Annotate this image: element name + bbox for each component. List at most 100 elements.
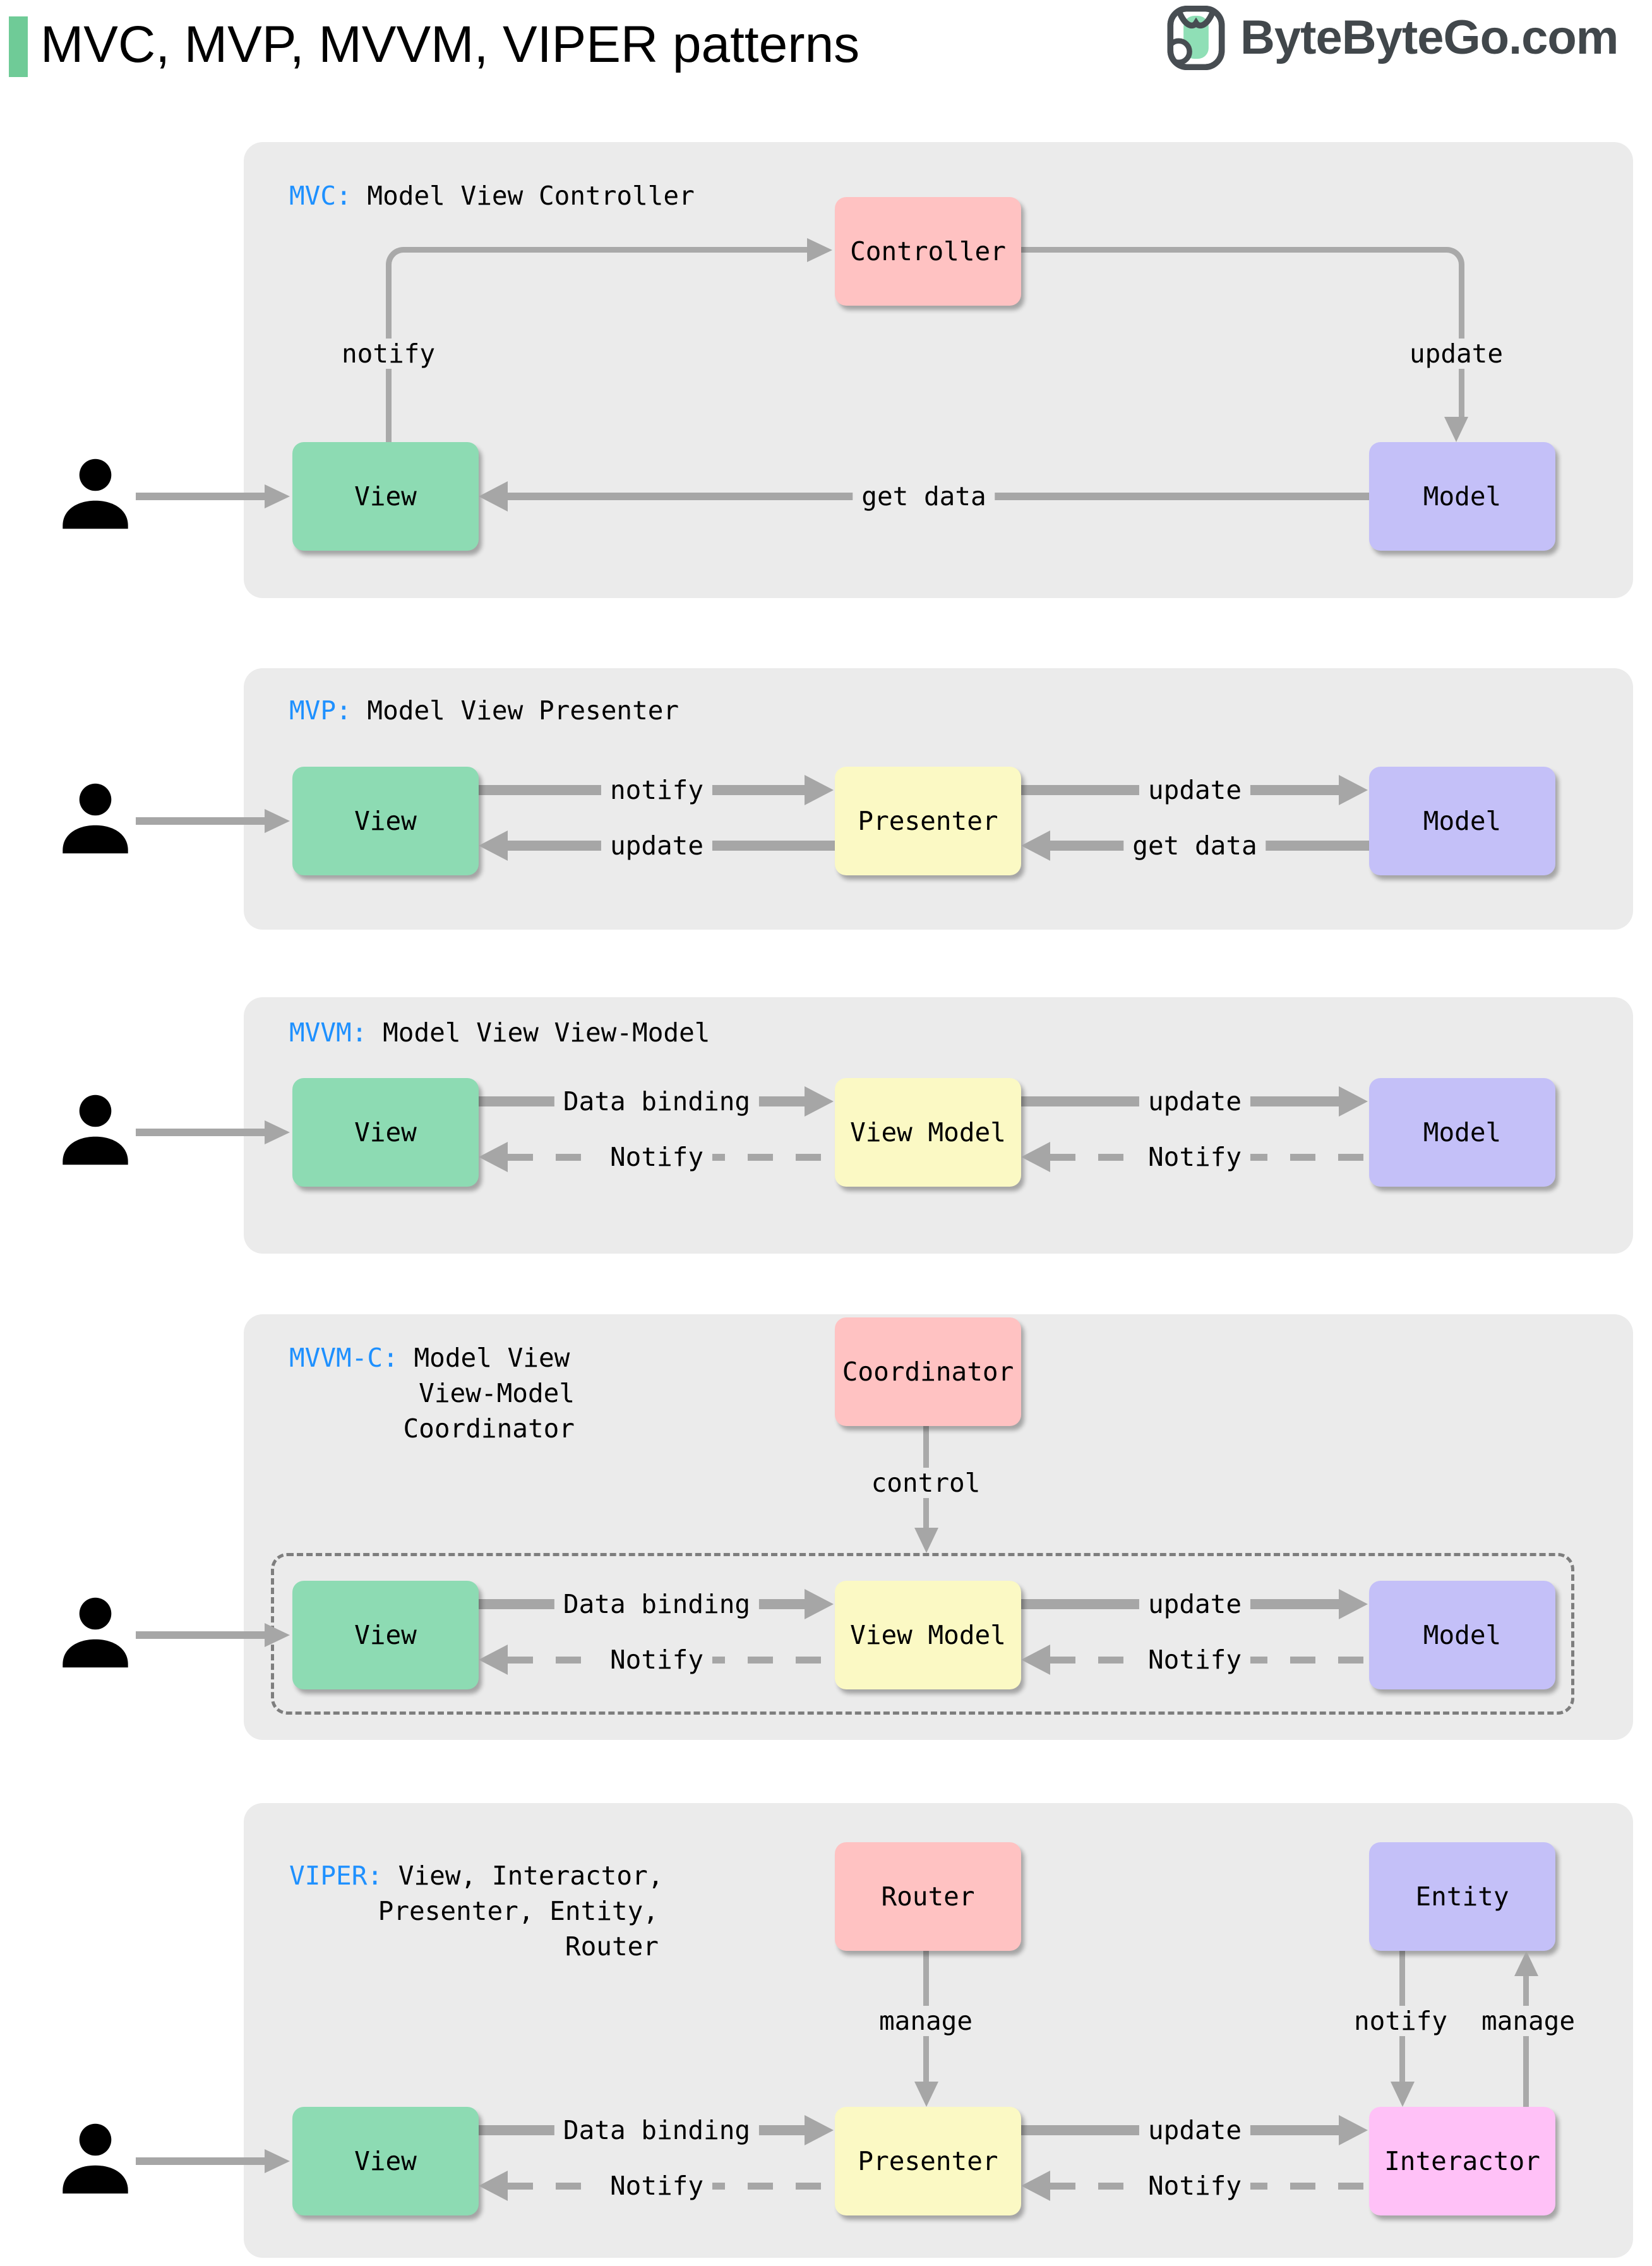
viper-label-line1: VIPER: View, Interactor, [289, 1858, 663, 1893]
mvp-update-top-arrowhead [1339, 775, 1368, 805]
mvvm-user-arrowhead [265, 1120, 290, 1144]
title-accent-bar [9, 16, 28, 77]
viper-update-label: update [1139, 2115, 1251, 2145]
mvvmc-tag: MVVM-C: [289, 1343, 398, 1373]
mvc-section-label: MVC: Model View Controller [289, 178, 695, 213]
mvc-user-arrow-line [136, 493, 265, 500]
viper-manage-router-arrowhead [914, 2082, 938, 2107]
mvvmc-viewmodel-label: View Model [850, 1620, 1006, 1650]
mvvmc-coordinator-label: Coordinator [842, 1357, 1014, 1387]
viper-databinding-label: Data binding [554, 2115, 760, 2145]
viper-presenter-box: Presenter [835, 2107, 1021, 2215]
mvvm-viewmodel-box: View Model [835, 1078, 1021, 1187]
mvvm-databinding-arrowhead [805, 1086, 834, 1117]
mvp-tag: MVP: [289, 695, 352, 726]
user-icon [63, 783, 128, 854]
mvvm-notify-right-arrowhead [1021, 1142, 1050, 1172]
mvvmc-notify-right-label: Notify [1139, 1645, 1251, 1675]
mvvmc-model-label: Model [1423, 1620, 1502, 1650]
mvc-user-arrowhead [265, 484, 290, 508]
mvp-name: Model View Presenter [351, 695, 679, 726]
mvc-update-label: update [1400, 339, 1512, 369]
mvp-user-arrow-line [136, 817, 265, 825]
viper-notify-entity-label: notify [1344, 2006, 1457, 2036]
viper-presenter-label: Presenter [858, 2146, 998, 2176]
mvvmc-coordinator-box: Coordinator [835, 1317, 1021, 1426]
mvc-update-arrowhead [1444, 417, 1468, 442]
mvvmc-notify-left-label: Notify [601, 1645, 713, 1675]
mvvm-view-label: View [354, 1117, 417, 1148]
viper-name1: View, Interactor, [383, 1861, 664, 1891]
mvp-presenter-label: Presenter [858, 806, 998, 836]
viper-user-arrow-line [136, 2157, 265, 2165]
bytebytego-logo-text: ByteByteGo.com [1240, 11, 1619, 64]
viper-view-box: View [292, 2107, 479, 2215]
viper-tag: VIPER: [289, 1861, 383, 1891]
viper-manage-entity-arrowhead [1514, 1951, 1538, 1976]
mvvmc-user-arrowhead [265, 1623, 290, 1647]
mvvm-viewmodel-label: View Model [850, 1117, 1006, 1148]
mvc-model-label: Model [1423, 481, 1502, 512]
mvc-notify-label: notify [332, 339, 445, 369]
viper-manage-entity-line [1523, 1976, 1529, 2107]
mvvmc-user-arrow-line [136, 1631, 265, 1639]
viper-interactor-box: Interactor [1369, 2107, 1555, 2215]
mvvmc-view-box: View [292, 1581, 479, 1689]
mvc-controller-box: Controller [835, 197, 1021, 306]
viper-manage-router-label: manage [870, 2006, 982, 2036]
mvp-notify-label: notify [601, 775, 713, 805]
viper-label-line3: Router [565, 1931, 659, 1962]
viper-manage-entity-label: manage [1472, 2006, 1584, 2036]
user-icon [63, 459, 128, 529]
mvc-controller-label: Controller [850, 236, 1006, 267]
mvvmc-databinding-label: Data binding [554, 1589, 760, 1619]
mvvmc-update-label: update [1139, 1589, 1251, 1619]
mvvm-section-label: MVVM: Model View View-Model [289, 1015, 710, 1050]
mvp-view-box: View [292, 767, 479, 875]
mvp-update-bottom-label: update [601, 830, 713, 861]
mvc-model-box: Model [1369, 442, 1555, 551]
mvc-update-path [1021, 247, 1464, 421]
mvc-notify-path [386, 247, 813, 448]
viper-notify-left-label: Notify [601, 2171, 713, 2201]
mvp-getdata-arrowhead [1021, 830, 1050, 861]
mvvmc-label-line2: View-Model [419, 1378, 575, 1408]
mvvm-notify-right-label: Notify [1139, 1142, 1251, 1172]
mvvmc-notify-left-arrowhead [479, 1645, 508, 1675]
viper-interactor-label: Interactor [1384, 2146, 1540, 2176]
viper-view-label: View [354, 2146, 417, 2176]
mvc-getdata-label: get data [853, 481, 995, 512]
viper-router-box: Router [835, 1842, 1021, 1951]
mvvm-user-arrow-line [136, 1129, 265, 1136]
mvvm-tag: MVVM: [289, 1017, 368, 1048]
viper-notify-right-label: Notify [1139, 2171, 1251, 2201]
mvc-view-box: View [292, 442, 479, 551]
mvvmc-view-label: View [354, 1620, 417, 1650]
mvvmc-databinding-arrowhead [805, 1589, 834, 1619]
viper-notify-entity-arrowhead [1391, 2082, 1415, 2107]
mvp-model-box: Model [1369, 767, 1555, 875]
page-title: MVC, MVP, MVVM, VIPER patterns [40, 16, 860, 73]
mvvmc-label-line1: MVVM-C: Model View [289, 1340, 575, 1376]
mvp-update-top-label: update [1139, 775, 1251, 805]
mvvmc-update-arrowhead [1339, 1589, 1368, 1619]
user-icon [63, 1094, 128, 1165]
mvc-notify-arrowhead [807, 238, 832, 262]
viper-section-label: VIPER: View, Interactor, Presenter, Enti… [289, 1858, 663, 1964]
mvvm-name: Model View View-Model [367, 1017, 710, 1048]
viper-entity-label: Entity [1415, 1881, 1509, 1912]
mvvmc-notify-right-arrowhead [1021, 1645, 1050, 1675]
mvp-notify-arrowhead [805, 775, 834, 805]
mvc-view-label: View [354, 481, 417, 512]
mvc-getdata-arrowhead [479, 481, 508, 512]
mvvm-model-label: Model [1423, 1117, 1502, 1148]
mvvmc-viewmodel-box: View Model [835, 1581, 1021, 1689]
viper-label-line2: Presenter, Entity, [378, 1896, 659, 1926]
mvvm-notify-left-arrowhead [479, 1142, 508, 1172]
mvp-presenter-box: Presenter [835, 767, 1021, 875]
mvp-getdata-label: get data [1123, 830, 1266, 861]
user-icon [63, 2123, 128, 2194]
mvvm-databinding-label: Data binding [554, 1086, 760, 1117]
viper-databinding-arrowhead [805, 2115, 834, 2145]
